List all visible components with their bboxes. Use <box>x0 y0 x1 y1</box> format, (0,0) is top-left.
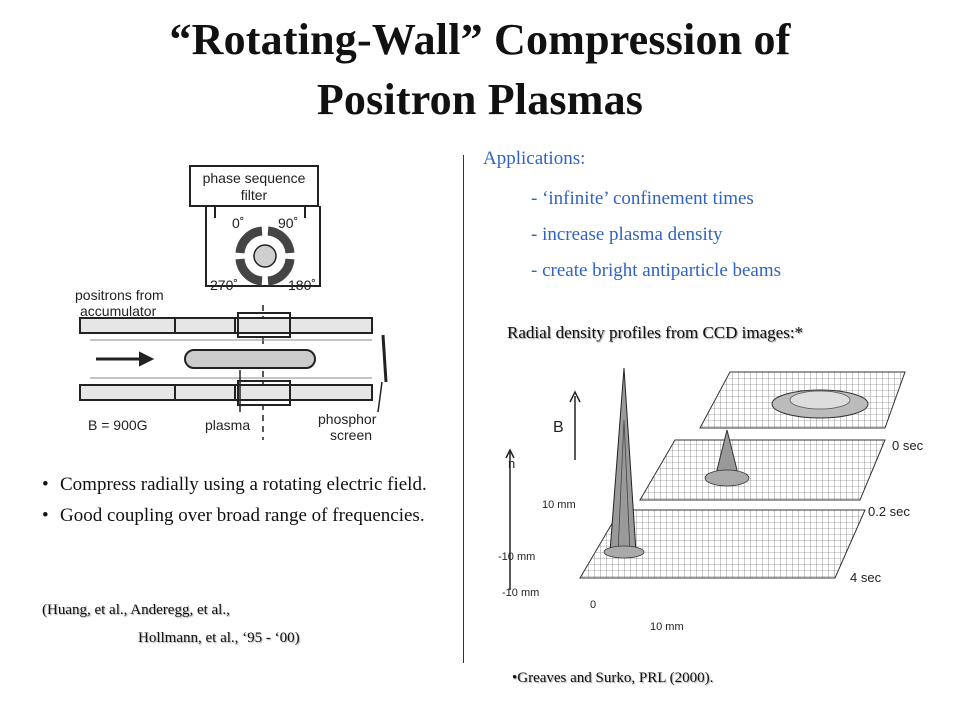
density-profile-plot: B n 0 sec 0.2 sec 4 sec 10 mm -10 mm -10… <box>498 367 924 633</box>
bullet-text: Compress radially using a rotating elect… <box>60 474 427 495</box>
column-divider <box>463 155 464 663</box>
profile-0p2-sec: 0.2 sec <box>639 429 910 519</box>
slide-title-line-2: Positron Plasmas <box>316 75 644 124</box>
bullet-marker: • <box>42 474 49 495</box>
filter-label-2: filter <box>241 187 268 203</box>
time-label-1: 0.2 sec <box>868 504 910 519</box>
filter-box <box>189 165 319 207</box>
reference-line-1: (Huang, et al., Anderegg, et al., <box>42 602 230 618</box>
screen-label-1: phosphor <box>318 411 377 427</box>
source-label-2: accumulator <box>80 303 157 319</box>
profile-4-sec: 4 sec <box>579 367 882 585</box>
bullet-item: • Good coupling over broad range of freq… <box>42 505 440 526</box>
axis-label-x-left: -10 mm <box>502 587 539 599</box>
phase-270-label: 270˚ <box>210 277 238 293</box>
bullet-item: • Compress radially using a rotating ele… <box>42 474 440 495</box>
n-axis-label: n <box>508 456 515 471</box>
applications-heading: Applications: <box>483 148 586 169</box>
b-field-label: B <box>553 419 564 436</box>
application-item: - create bright antiparticle beams <box>531 260 782 281</box>
screen-label-2: screen <box>330 427 372 443</box>
bullet-text: Good coupling over broad range of freque… <box>60 505 425 526</box>
phosphor-screen <box>381 334 388 383</box>
profile-0-sec: 0 sec <box>699 371 924 453</box>
axis-label-x-right: 10 mm <box>650 621 684 633</box>
application-item: - increase plasma density <box>531 224 723 245</box>
bullet-list: • Compress radially using a rotating ele… <box>42 474 440 536</box>
source-label-1: positrons from <box>75 287 164 303</box>
application-item: - ‘infinite’ confinement times <box>531 188 754 209</box>
field-label: B = 900G <box>88 417 148 433</box>
time-label-0: 0 sec <box>892 438 924 453</box>
reference-line-2: Hollmann, et al., ‘95 - ‘00) <box>138 630 300 646</box>
axis-label-y-bottom: -10 mm <box>498 551 535 563</box>
phase-0-label: 0˚ <box>232 215 244 231</box>
image-credit: •Greaves and Surko, PRL (2000). <box>512 670 714 686</box>
profiles-caption: Radial density profiles from CCD images:… <box>507 323 804 342</box>
bullet-marker: • <box>42 505 49 526</box>
phase-90-label: 90˚ <box>278 215 298 231</box>
slide-title-line-1: “Rotating-Wall” Compression of <box>169 15 791 64</box>
time-label-2: 4 sec <box>850 570 882 585</box>
filter-label-1: phase sequence <box>203 170 306 186</box>
apparatus-diagram: phase sequence filter 0˚ 90˚ 270˚ 180˚ p… <box>75 165 388 443</box>
plasma-shape <box>184 349 316 369</box>
axis-label-x-zero: 0 <box>590 599 596 611</box>
electrode-housing <box>205 206 321 287</box>
phase-180-label: 180˚ <box>288 277 316 293</box>
ring-electrodes <box>235 226 295 286</box>
axis-label-y-top: 10 mm <box>542 499 576 511</box>
plasma-label: plasma <box>205 417 250 433</box>
